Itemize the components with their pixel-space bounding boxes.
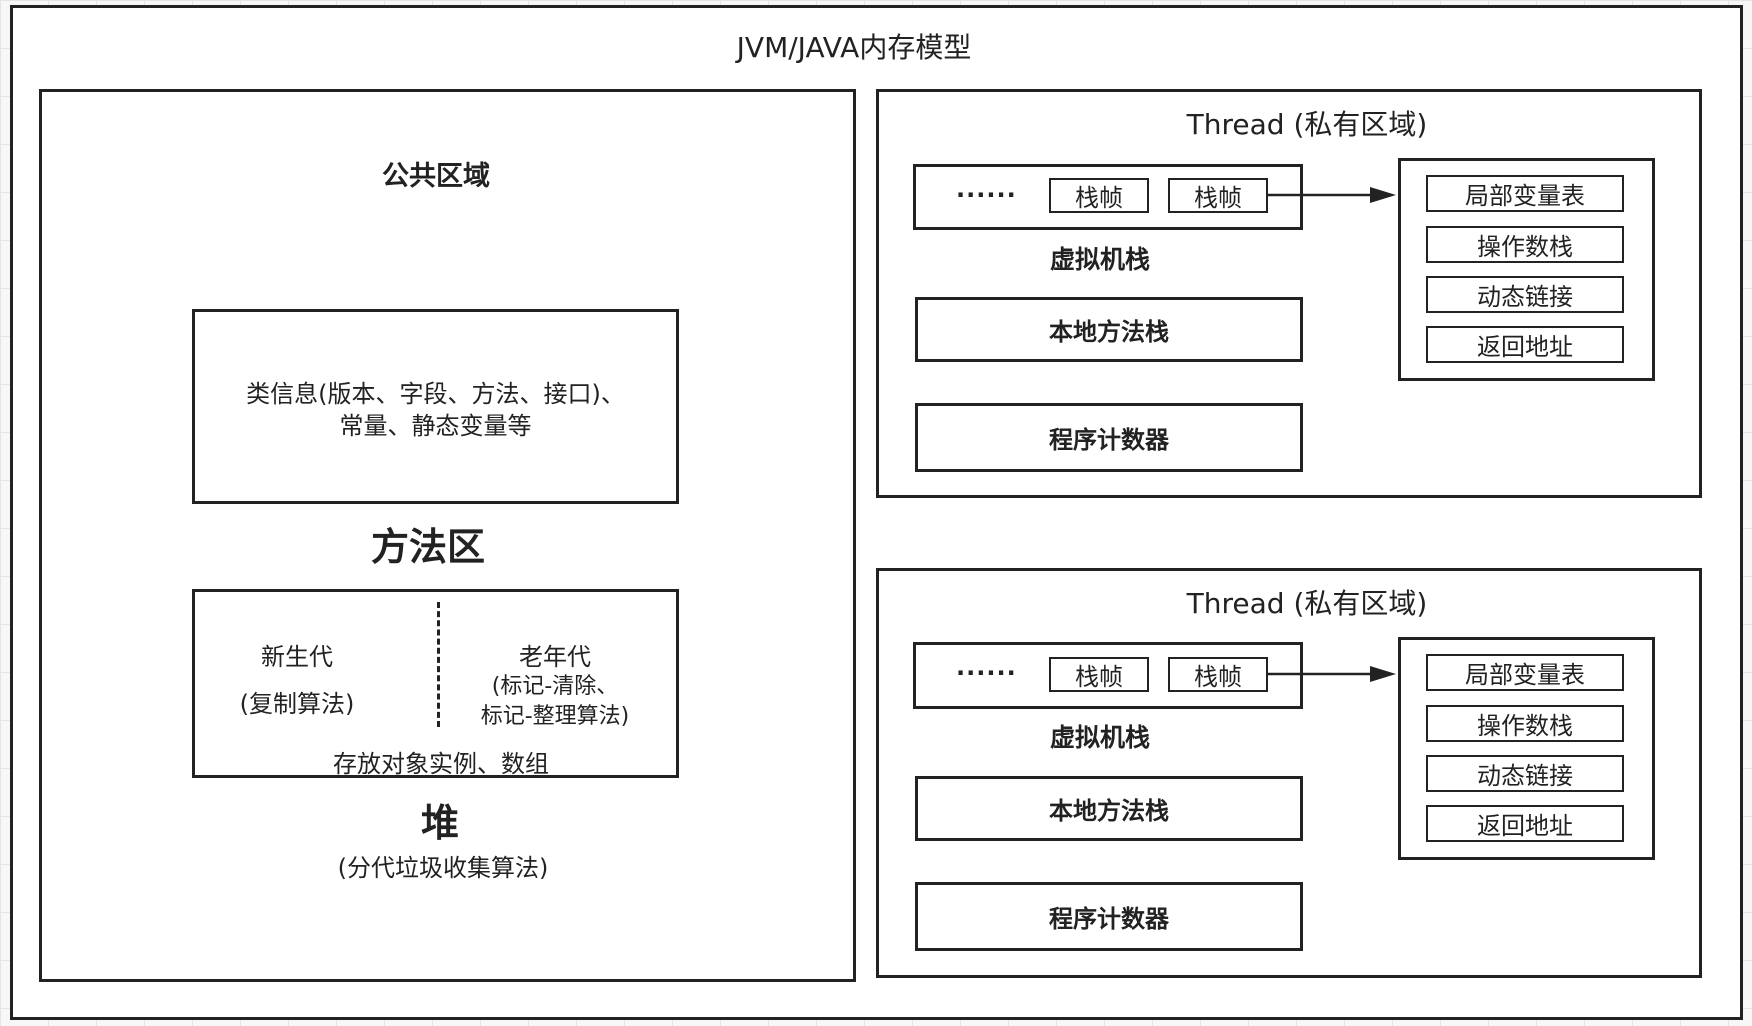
stack-frame: 栈帧 (1049, 657, 1149, 692)
public-area-box (39, 89, 856, 982)
stack-frame: 栈帧 (1168, 178, 1268, 213)
generation-divider (437, 602, 440, 727)
vm-stack-label: 虚拟机栈 (1049, 245, 1151, 274)
heap-algorithm: (分代垃圾收集算法) (337, 854, 549, 882)
young-gen-algorithm: (复制算法) (239, 690, 355, 718)
operand-stack: 操作数栈 (1426, 705, 1624, 742)
stack-frame: 栈帧 (1049, 178, 1149, 213)
native-method-stack: 本地方法栈 (915, 776, 1303, 841)
diagram-title: JVM/JAVA内存模型 (736, 31, 972, 64)
heap-box: 新生代 (复制算法) 老年代 (标记-清除、 标记-整理算法) 存放对象实例、数… (192, 589, 679, 778)
heap-storage-text: 存放对象实例、数组 (333, 750, 549, 778)
dynamic-linking: 动态链接 (1426, 276, 1624, 313)
old-gen-algorithm-line2: 标记-整理算法) (480, 704, 630, 729)
young-gen-label: 新生代 (261, 643, 333, 671)
old-gen-label: 老年代 (519, 643, 591, 671)
method-area-box: 类信息(版本、字段、方法、接口)、 常量、静态变量等 (192, 309, 679, 504)
method-area-content-line2: 常量、静态变量等 (339, 412, 532, 440)
program-counter: 程序计数器 (915, 882, 1303, 951)
thread-title: Thread (私有区域) (1186, 108, 1428, 141)
old-gen-algorithm-line1: (标记-清除、 (491, 674, 619, 699)
dynamic-linking: 动态链接 (1426, 755, 1624, 792)
method-area-content-line1: 类信息(版本、字段、方法、接口)、 (246, 380, 625, 408)
local-variable-table: 局部变量表 (1426, 175, 1624, 212)
heap-label: 堆 (420, 801, 460, 845)
method-area-label: 方法区 (370, 525, 486, 569)
program-counter: 程序计数器 (915, 403, 1303, 472)
stack-frame: 栈帧 (1168, 657, 1268, 692)
frame-detail-arrow (1268, 666, 1396, 682)
public-area-label: 公共区域 (382, 161, 490, 192)
operand-stack: 操作数栈 (1426, 226, 1624, 263)
thread-title: Thread (私有区域) (1186, 587, 1428, 620)
local-variable-table: 局部变量表 (1426, 654, 1624, 691)
stack-ellipsis: ······ (956, 659, 1017, 687)
vm-stack-label: 虚拟机栈 (1049, 723, 1151, 752)
stack-ellipsis: ······ (956, 181, 1017, 209)
frame-detail-arrow (1268, 187, 1396, 203)
native-method-stack: 本地方法栈 (915, 297, 1303, 362)
return-address: 返回地址 (1426, 805, 1624, 842)
return-address: 返回地址 (1426, 326, 1624, 363)
